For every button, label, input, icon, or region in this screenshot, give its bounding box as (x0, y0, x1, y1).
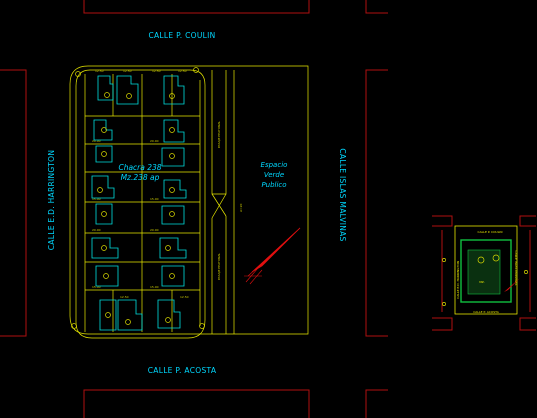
key-map-east-label: CALLE ISLAS MALVINAS (514, 251, 518, 286)
house (161, 205, 185, 225)
street-south-label: CALLE P. ACOSTA (148, 366, 217, 375)
street-east-label: CALLE ISLAS MALVINAS (338, 148, 347, 241)
lot-dim-label: 20.00 (150, 228, 159, 232)
house (93, 119, 113, 141)
house (91, 175, 115, 199)
key-map-block-label: MZ. (479, 280, 485, 284)
lot-dim-label: 15.00 (150, 285, 159, 289)
pedestrian-passages: PASAJE PEATONAL PASAJE PEATONAL A=20 (211, 70, 243, 334)
house (95, 265, 119, 287)
trees (71, 67, 205, 329)
green-space: Espacio Verde Publico (261, 161, 288, 189)
lot-dim-label: 20.00 (92, 139, 101, 143)
passage-upper-label: PASAJE PEATONAL (217, 121, 221, 148)
key-map-north-label: CALLE P. COULIN (477, 230, 502, 234)
chacra-label: Chacra 238 (118, 163, 161, 172)
lot-dim-label: 15.00 (92, 285, 101, 289)
lot-dim-label: 15.00 (150, 197, 159, 201)
house (117, 299, 143, 331)
house (159, 237, 187, 259)
lot-dim-label: 12.50 (95, 69, 104, 73)
block-top-center (83, 0, 310, 14)
block-bottom-center (83, 389, 310, 418)
lot-dim-label: 12.50 (178, 69, 187, 73)
block-bottom-right (365, 389, 388, 418)
lot-dim-label: 15.00 (92, 197, 101, 201)
house-footprints (91, 75, 187, 331)
block-top-right (365, 0, 388, 14)
lot-dim-label: 12.50 (120, 295, 129, 299)
house (161, 147, 185, 167)
house (161, 265, 185, 287)
street-west-label: CALLE E.D. HARRINGTON (47, 150, 56, 250)
passage-lower-label: PASAJE PEATONAL (217, 253, 221, 280)
house (91, 237, 119, 259)
lot-dim-label: 12.50 (180, 295, 189, 299)
park-label-line3: Publico (261, 181, 286, 189)
block-area-label: Mz.238 ap (121, 173, 160, 182)
block-outline (69, 65, 309, 335)
street-north-label: CALLE P. COULIN (148, 31, 215, 40)
neighbour-blocks (0, 0, 388, 418)
key-map-south-label: CALLE P. ACOSTA (473, 310, 500, 314)
lot-dim-label: 20.00 (92, 228, 101, 232)
house (163, 179, 187, 199)
lot-dim-label: 12.50 (123, 69, 132, 73)
block-left-middle (0, 69, 27, 337)
park-label-line1: Espacio (261, 161, 288, 169)
park-label-line2: Verde (264, 171, 284, 179)
main-block: 12.50 12.50 12.50 12.50 20.00 20.00 15.0… (69, 65, 309, 339)
passage-middle-label: A=20 (239, 204, 243, 212)
house (95, 203, 113, 225)
key-map: CALLE P. COULIN CALLE P. ACOSTA CALLE E.… (432, 215, 536, 331)
house (116, 75, 139, 105)
lot-dimension-labels: 12.50 12.50 12.50 12.50 20.00 20.00 15.0… (92, 69, 189, 299)
residential-outline (75, 69, 206, 339)
block-right-middle (365, 69, 388, 337)
house (97, 75, 114, 101)
key-map-west-label: CALLE E.D. HARRINGTON (456, 261, 460, 299)
lot-grid (84, 74, 201, 332)
house (163, 119, 185, 143)
house (99, 299, 117, 331)
lot-dim-label: 12.50 (152, 69, 161, 73)
house (163, 75, 185, 105)
house (157, 299, 181, 329)
lot-dim-label: 20.00 (150, 139, 159, 143)
north-arrow-icon (244, 227, 301, 285)
house (95, 145, 113, 163)
